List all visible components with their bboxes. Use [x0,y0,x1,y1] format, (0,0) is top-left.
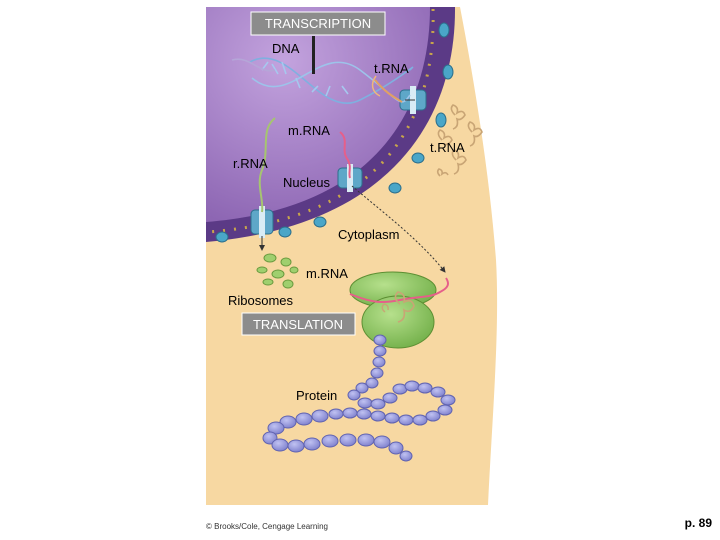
page-number: p. 89 [685,516,712,530]
label-trna-right: t.RNA [430,140,465,155]
label-mrna-cytoplasm: m.RNA [306,266,348,281]
credit-line: © Brooks/Cole, Cengage Learning [206,522,328,531]
label-protein: Protein [296,388,337,403]
label-dna: DNA [272,41,300,56]
label-ribosomes: Ribosomes [228,293,294,308]
label-mrna-nucleus: m.RNA [288,123,330,138]
translation-banner: TRANSLATION [242,313,355,335]
dna-pointer [312,36,315,74]
label-nucleus: Nucleus [283,175,330,190]
transcription-banner: TRANSCRIPTION [251,12,385,35]
translation-title: TRANSLATION [253,317,343,332]
label-rrna: r.RNA [233,156,268,171]
label-cytoplasm: Cytoplasm [338,227,399,242]
transcription-title: TRANSCRIPTION [265,16,371,31]
label-trna-top: t.RNA [374,61,409,76]
